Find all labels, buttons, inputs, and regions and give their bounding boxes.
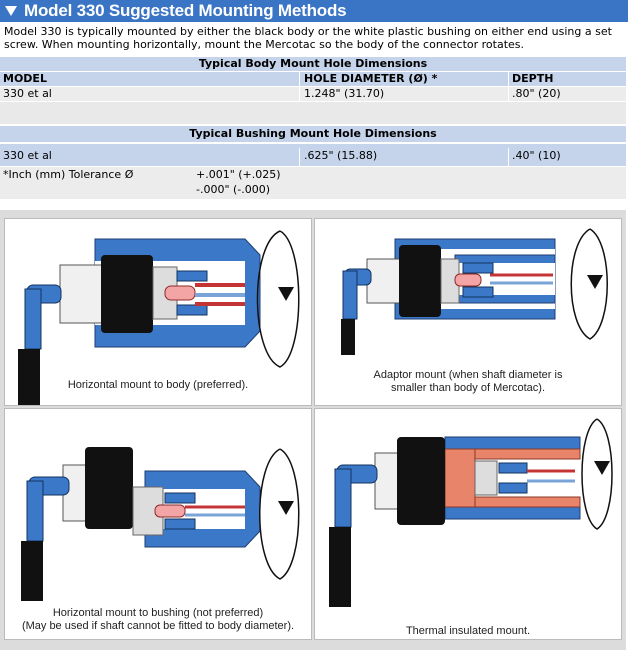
bushing-table-caption: Typical Bushing Mount Hole Dimensions bbox=[0, 126, 626, 142]
figure-thermal-mount-caption: Thermal insulated mount. bbox=[405, 625, 531, 637]
figure-adaptor-mount-caption: Adaptor mount (when shaft diameter is sm… bbox=[373, 369, 563, 394]
col-model-header: MODEL bbox=[3, 72, 47, 85]
body-depth-cell: .80" (20) bbox=[512, 87, 561, 100]
figure-body-mount-caption: Horizontal mount to body (preferred). bbox=[67, 379, 249, 391]
figure-bushing-mount: Horizontal mount to bushing (not preferr… bbox=[4, 408, 312, 640]
thermal-mount-diagram bbox=[329, 418, 613, 607]
figure-adaptor-mount: Adaptor mount (when shaft diameter is sm… bbox=[314, 218, 622, 406]
tolerance-row: *Inch (mm) Tolerance Ø +.001" (+.025) -.… bbox=[0, 167, 626, 199]
bushing-mount-diagram bbox=[21, 447, 300, 601]
bushing-table-row: 330 et al .625" (15.88) .40" (10) bbox=[0, 148, 626, 166]
tolerance-label: *Inch (mm) Tolerance Ø bbox=[3, 168, 134, 181]
section-header[interactable]: Model 330 Suggested Mounting Methods bbox=[0, 0, 628, 22]
bushing-hole-diameter-cell: .625" (15.88) bbox=[304, 149, 378, 162]
figure-bushing-mount-caption: Horizontal mount to bushing (not preferr… bbox=[21, 607, 295, 632]
figure-thermal-mount: Thermal insulated mount. bbox=[314, 408, 622, 640]
body-hole-diameter-cell: 1.248" (31.70) bbox=[304, 87, 385, 100]
bushing-depth-cell: .40" (10) bbox=[512, 149, 561, 162]
body-mount-diagram bbox=[18, 230, 300, 405]
section-title: Model 330 Suggested Mounting Methods bbox=[24, 1, 347, 20]
bushing-table-divider bbox=[0, 144, 626, 148]
intro-text: Model 330 is typically mounted by either… bbox=[4, 25, 612, 51]
body-model-cell: 330 et al bbox=[3, 87, 52, 100]
mercotac-body bbox=[101, 255, 153, 333]
body-table-row: 330 et al 1.248" (31.70) .80" (20) bbox=[0, 87, 626, 101]
tolerance-minus: -.000" (-.000) bbox=[196, 183, 271, 196]
body-table-header-row: MODEL HOLE DIAMETER (Ø) * DEPTH bbox=[0, 72, 626, 86]
figures-grid: Horizontal mount to body (preferred). Ad… bbox=[0, 210, 626, 650]
tolerance-plus: +.001" (+.025) bbox=[196, 168, 281, 181]
table-spacer bbox=[0, 102, 626, 124]
adaptor-mount-diagram bbox=[341, 228, 608, 355]
figure-body-mount: Horizontal mount to body (preferred). bbox=[4, 218, 312, 406]
collapse-triangle-icon[interactable] bbox=[5, 6, 17, 16]
col-hole-diameter-header: HOLE DIAMETER (Ø) * bbox=[304, 72, 438, 85]
body-table-caption: Typical Body Mount Hole Dimensions bbox=[0, 57, 626, 71]
bushing-model-cell: 330 et al bbox=[3, 149, 52, 162]
col-depth-header: DEPTH bbox=[512, 72, 554, 85]
